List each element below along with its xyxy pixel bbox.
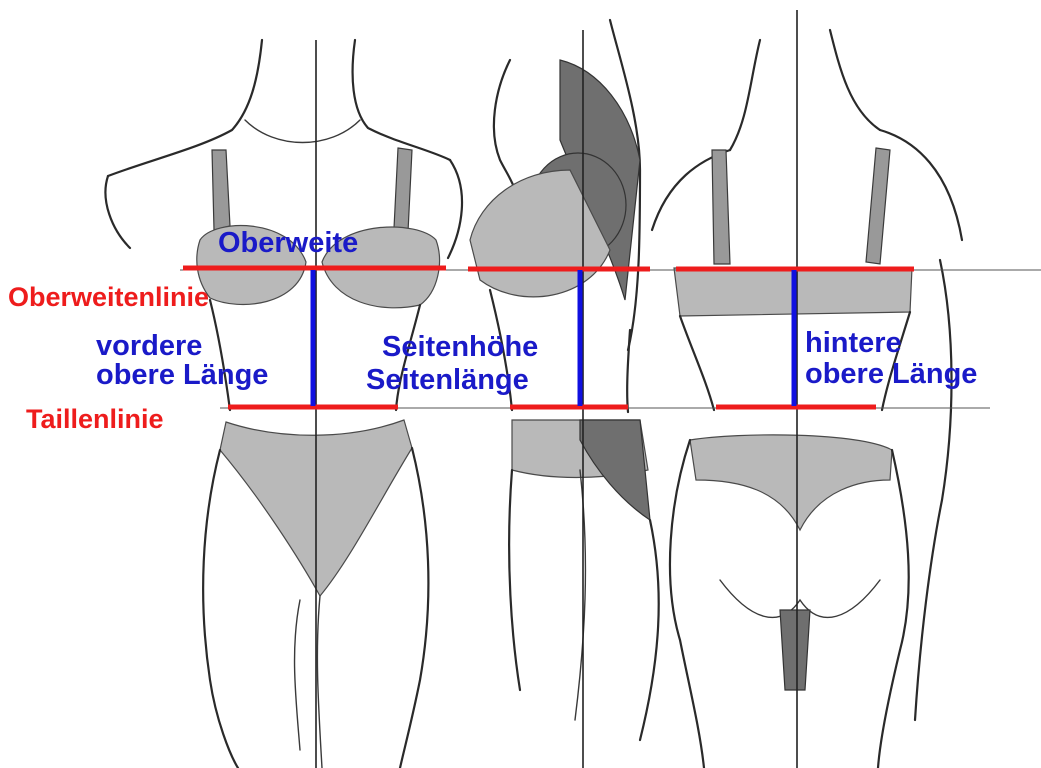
- label-hintere-line1: hintere: [805, 327, 902, 359]
- label-hintere-line2: obere Länge: [805, 358, 977, 390]
- label-oberweite: Oberweite: [218, 227, 358, 259]
- label-vordere-line1: vordere: [96, 330, 202, 362]
- label-vordere-line2: obere Länge: [96, 359, 268, 391]
- back-figure: [652, 30, 962, 768]
- label-seitenlaenge: Seitenlänge: [366, 364, 529, 396]
- label-taillenlinie: Taillenlinie: [26, 404, 164, 434]
- label-oberweitenlinie: Oberweitenlinie: [8, 282, 209, 312]
- label-seitenhoehe: Seitenhöhe: [382, 331, 538, 363]
